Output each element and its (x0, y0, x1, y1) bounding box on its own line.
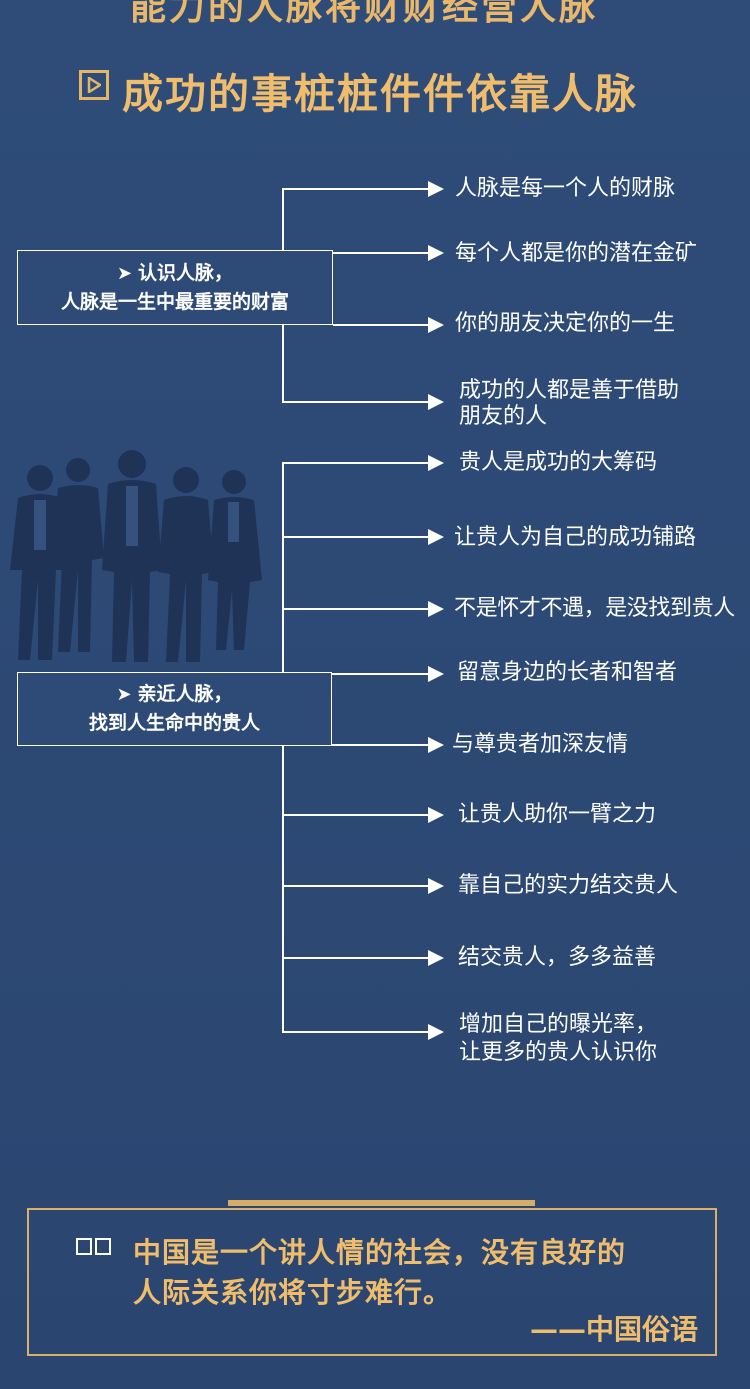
group2-branch-7 (282, 885, 430, 887)
quote-text-line1: 中国是一个讲人情的社会，没有良好的 (133, 1236, 627, 1269)
arrow-right-icon: ➤ (116, 262, 133, 284)
arrow-right-icon (428, 455, 444, 471)
play-box-icon (79, 70, 109, 100)
group2-branch-5 (332, 744, 430, 746)
group2-branch-3 (282, 608, 430, 610)
group2-branch-1 (282, 462, 430, 464)
arrow-right-icon (428, 1024, 444, 1040)
arrow-right-icon (428, 807, 444, 823)
quote-accent-bar (228, 1200, 535, 1206)
group1-item-1: 人脉是每一个人的财脉 (455, 176, 676, 201)
section-title: 成功的事桩桩件件依靠人脉 (122, 70, 638, 118)
arrow-right-icon (428, 245, 444, 261)
group2-item-7: 靠自己的实力结交贵人 (458, 873, 679, 898)
group1-item-3: 你的朋友决定你的一生 (455, 311, 676, 336)
group2-item-4: 留意身边的长者和智者 (457, 660, 678, 685)
group2-branch-2 (282, 536, 430, 538)
group2-trunk (282, 462, 284, 1032)
arrow-right-icon (428, 317, 444, 333)
arrow-right-icon (428, 950, 444, 966)
group2-branch-4 (332, 673, 430, 675)
quote-text-line2: 人际关系你将寸步难行。 (133, 1276, 453, 1309)
group1-item-4a: 成功的人都是善于借助 (459, 378, 680, 403)
group2-item-2: 让贵人为自己的成功铺路 (454, 525, 697, 550)
group1-item-4b: 朋友的人 (459, 404, 548, 429)
group2-item-9a: 增加自己的曝光率， (459, 1012, 658, 1037)
quote-box (27, 1208, 717, 1356)
arrow-right-icon (428, 666, 444, 682)
top-clipped-heading: 能力的人脉将财财经营人脉 (130, 0, 599, 28)
group2-branch-6 (282, 814, 430, 816)
arrow-right-icon (428, 394, 444, 410)
quote-source: ——中国俗语 (529, 1313, 698, 1346)
category-subtitle: 找到人生命中的贵人 (88, 712, 260, 734)
group2-item-3: 不是怀才不遇，是没找到贵人 (454, 596, 735, 621)
group1-item-2: 每个人都是你的潜在金矿 (455, 241, 698, 266)
arrow-right-icon (428, 529, 444, 545)
group2-item-5: 与尊贵者加深友情 (452, 732, 629, 757)
category-label: 认识人脉， (138, 261, 234, 284)
arrow-right-icon (428, 737, 444, 753)
category-subtitle: 人脉是一生中最重要的财富 (60, 290, 289, 313)
group1-branch-2 (333, 252, 430, 254)
arrow-right-icon (428, 181, 444, 197)
category-label: 亲近人脉， (137, 683, 233, 705)
quote-mark-icon (76, 1238, 111, 1255)
group2-item-1: 贵人是成功的大筹码 (459, 450, 658, 475)
group2-branch-9 (282, 1031, 430, 1033)
arrow-right-icon (428, 601, 444, 617)
arrow-right-icon: ➤ (116, 684, 132, 705)
category-box-know-network: ➤认识人脉， 人脉是一生中最重要的财富 (17, 250, 333, 325)
group1-branch-4 (282, 401, 430, 403)
business-people-silhouette (10, 450, 262, 662)
group2-branch-8 (282, 957, 430, 959)
group1-branch-3 (333, 324, 430, 326)
group2-item-9b: 让更多的贵人认识你 (459, 1040, 658, 1065)
group2-item-8: 结交贵人，多多益善 (458, 945, 657, 970)
category-box-approach-network: ➤亲近人脉， 找到人生命中的贵人 (17, 672, 332, 746)
group2-item-6: 让贵人助你一臂之力 (458, 802, 657, 827)
group1-branch-1 (282, 188, 430, 190)
arrow-right-icon (428, 878, 444, 894)
